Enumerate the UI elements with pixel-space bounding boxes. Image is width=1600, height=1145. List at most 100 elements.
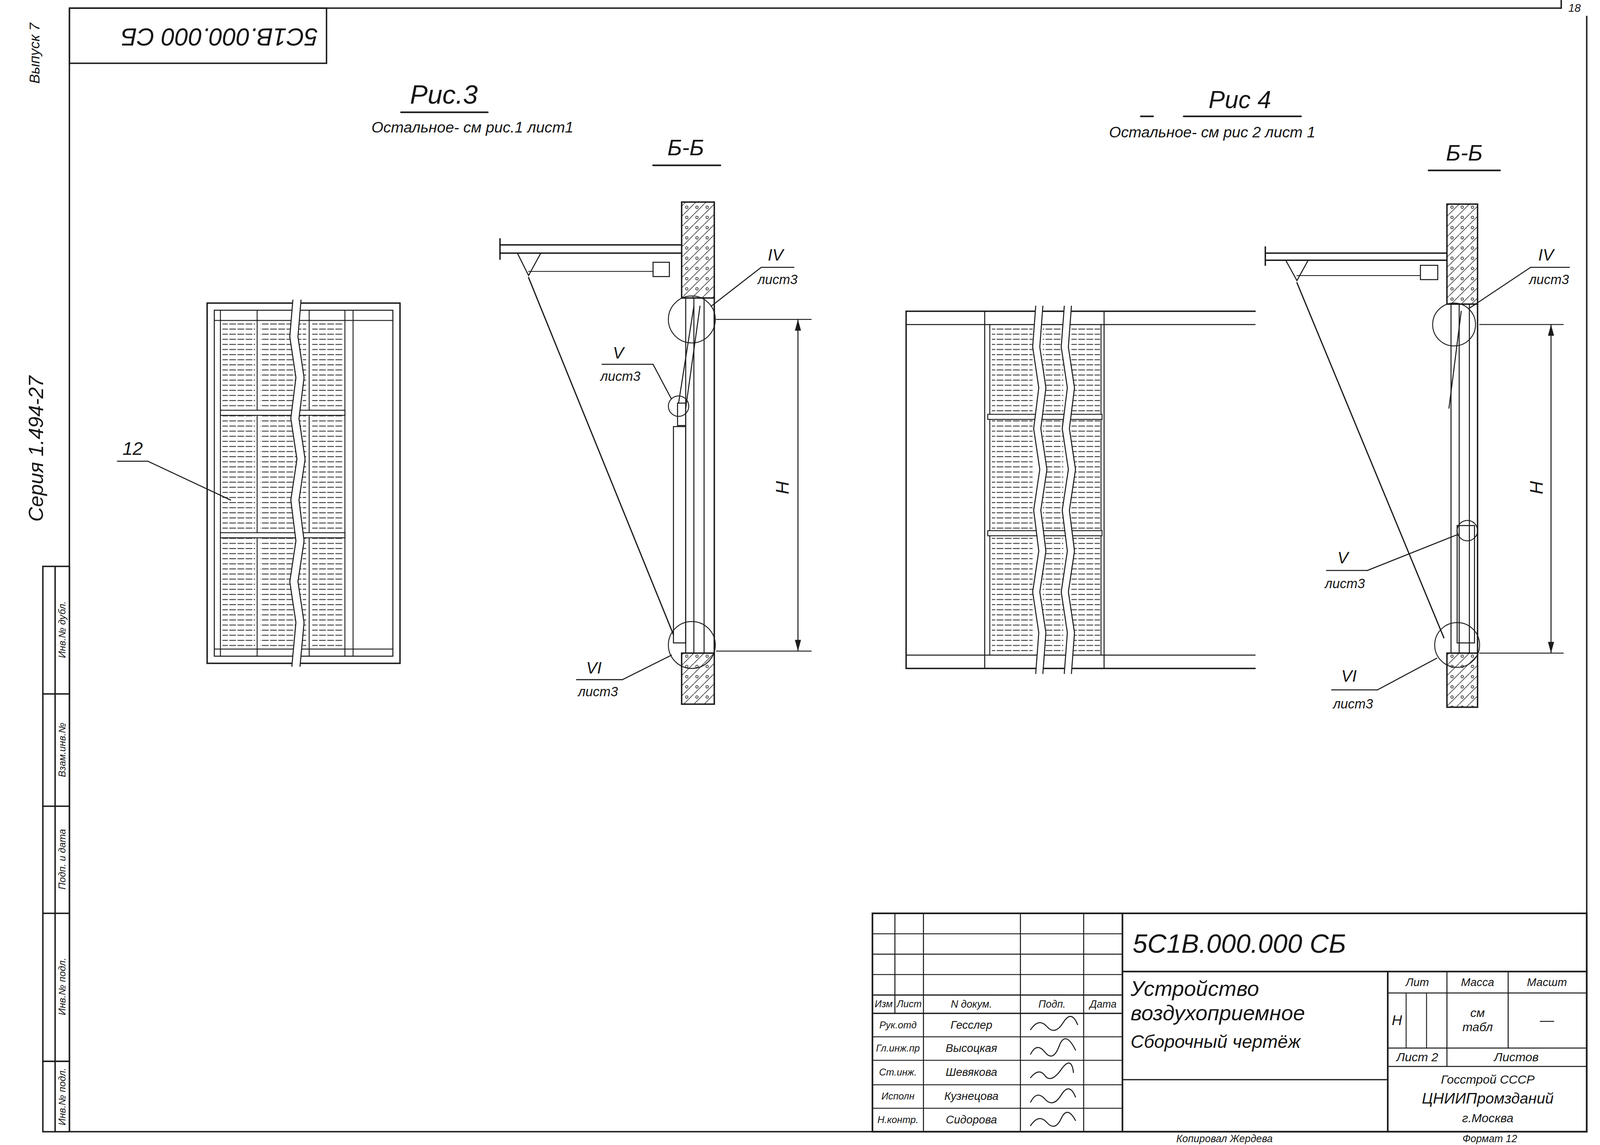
title-block-grid-part xyxy=(872,953,1123,955)
section-view-fig4-part xyxy=(1450,304,1452,654)
grille-front-view-fig4-part xyxy=(906,323,1255,326)
name-cell: Кузнецова xyxy=(944,1089,999,1103)
table-header: Масшт xyxy=(1526,976,1567,990)
grille-front-view-fig3-part xyxy=(289,300,298,667)
section-view-fig3-part xyxy=(685,306,700,409)
drawing-code: 5С1В.000.000 СБ xyxy=(1132,928,1346,959)
title-block-grid xyxy=(872,913,1587,1132)
title-block-grid-part xyxy=(1122,970,1587,973)
figure-note: Остальное- см рис 2 лист 1 xyxy=(1108,123,1316,142)
section-view-fig4-part xyxy=(1285,260,1309,281)
grille-front-view-fig3-part xyxy=(344,310,346,657)
stamp-field: Подп. и дата xyxy=(56,828,68,890)
title-block-grid-part xyxy=(1386,971,1389,1132)
detail-callout: VI xyxy=(586,658,602,678)
title-underlines-part xyxy=(1428,169,1500,172)
title-block-grid-part xyxy=(872,1107,1123,1109)
stamp-field: Взам.инв.№ xyxy=(56,722,68,778)
role-cell: Исполн xyxy=(881,1091,915,1103)
section-view-fig3-part xyxy=(500,244,682,246)
section-view-fig3-part xyxy=(761,267,794,269)
section-view-fig4-part xyxy=(1432,303,1476,346)
grille-front-view-fig4-part xyxy=(1061,306,1076,674)
table-header: Дата xyxy=(1089,998,1117,1011)
section-view-fig4-part xyxy=(1476,304,1479,654)
grille-front-view-fig4-part xyxy=(1068,306,1076,674)
title-block-grid-part xyxy=(872,1036,1123,1038)
table-cell: Лист 2 xyxy=(1396,1050,1439,1065)
section-view-fig4-part xyxy=(1264,247,1267,266)
figure-note: Остальное- см рис.1 лист1 xyxy=(371,118,574,137)
section-view-fig4-part xyxy=(1448,311,1461,409)
section-view-fig4-part xyxy=(1326,569,1368,572)
sheet-reference: лист3 xyxy=(600,368,641,385)
name-cell: Высоцкая xyxy=(945,1041,998,1055)
grille-front-view-fig3-part xyxy=(147,461,231,500)
role-cell: Гл.инж.пр xyxy=(876,1043,920,1055)
section-view-fig3-part xyxy=(794,639,801,652)
grille-front-view-fig4-part xyxy=(1103,311,1105,669)
grille-front-view-fig4-part xyxy=(1061,306,1069,674)
section-view-fig3-part xyxy=(794,319,801,331)
dimension-label: Н xyxy=(771,481,794,495)
margin-stamp-table xyxy=(42,566,70,1132)
table-header: Лит xyxy=(1405,976,1429,990)
sheet-reference: лист3 xyxy=(578,684,618,700)
section-view-fig4-part xyxy=(1420,265,1438,280)
section-view-fig3-part xyxy=(528,271,653,272)
role-cell: Рук.отд xyxy=(879,1019,917,1031)
grille-front-view-fig4-part xyxy=(905,311,907,669)
figure-title: Рис 4 xyxy=(1208,85,1272,114)
section-view-fig4-part xyxy=(1296,282,1444,638)
section-view-fig3-part xyxy=(622,655,672,680)
signature-scribbles-part xyxy=(1030,1112,1076,1127)
title-underlines-part xyxy=(653,164,721,167)
grille-front-view-fig3-part xyxy=(214,319,393,321)
section-view-fig4-part xyxy=(1434,622,1480,668)
signature-scribbles xyxy=(1030,1016,1078,1127)
drawing-name: Устройство воздухоприемное xyxy=(1130,976,1381,1026)
section-mark: Б-Б xyxy=(1445,140,1483,167)
table-header: Лист xyxy=(896,998,922,1010)
organisation: Госстрой СССР xyxy=(1441,1072,1535,1087)
title-block-grid-part xyxy=(1122,1079,1388,1081)
margin-stamp-table-part xyxy=(42,566,70,1132)
table-header: Изм xyxy=(874,998,893,1010)
section-view-fig4-part xyxy=(1457,520,1478,541)
name-cell: Сидорова xyxy=(945,1113,998,1127)
section-view-fig3-part xyxy=(653,364,672,399)
margin-note: Выпуск 7 xyxy=(26,22,43,84)
title-block-grid-part xyxy=(1387,1047,1587,1049)
title-block-grid-part xyxy=(1121,913,1124,1132)
title-block-grid-part xyxy=(1446,971,1448,1067)
grille-front-view-fig4 xyxy=(906,306,1255,674)
section-view-fig3-part xyxy=(499,239,501,260)
section-view-fig3-part xyxy=(517,253,542,276)
sheet-reference: лист3 xyxy=(1324,576,1365,592)
grille-front-view-fig4-part xyxy=(987,414,1103,420)
title-block-grid-part xyxy=(1405,993,1407,1049)
signature-scribbles-part xyxy=(1030,1039,1076,1057)
section-view-fig3 xyxy=(500,202,812,705)
margin-stamp-table-part xyxy=(42,693,70,696)
name-cell: Гесслер xyxy=(950,1018,993,1032)
section-view-fig4-part xyxy=(1367,534,1458,571)
stamp-field: Инв.№ дубл. xyxy=(56,601,68,659)
section-view-fig3-part xyxy=(602,363,654,366)
table-header: N докум. xyxy=(950,998,993,1011)
margin-stamp-table-part xyxy=(42,1060,70,1063)
section-view-fig4-part xyxy=(1469,267,1531,309)
role-cell: Н.контр. xyxy=(877,1114,919,1126)
organisation: г.Москва xyxy=(1462,1111,1514,1126)
section-view-fig4-part xyxy=(1457,525,1475,644)
section-view-fig4-part xyxy=(1458,304,1460,654)
sheet-reference: лист3 xyxy=(1528,271,1569,288)
name-cell: Шевякова xyxy=(945,1065,998,1079)
signature-scribbles-part xyxy=(1030,1063,1074,1079)
table-header: Масса xyxy=(1460,976,1495,990)
grille-front-view-fig3-part xyxy=(219,310,221,657)
section-view-fig3-part xyxy=(668,621,716,669)
section-view-fig4-part xyxy=(1547,641,1555,654)
table-cell: — xyxy=(1539,1012,1555,1029)
